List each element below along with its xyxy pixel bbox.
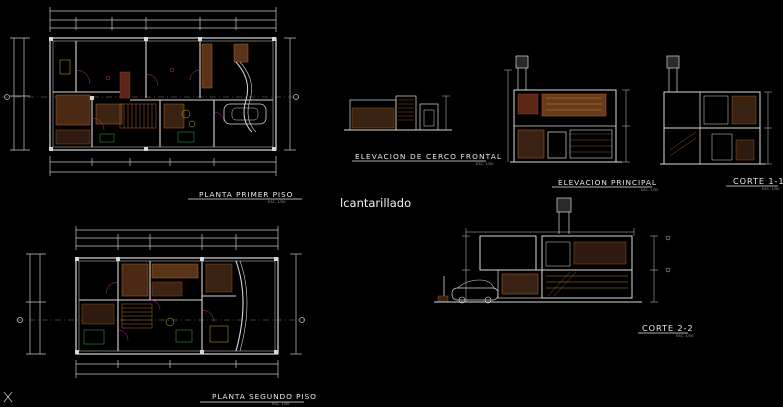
scale-tag: ESC. 1/50	[641, 188, 659, 192]
scale-tag: ESC. 1/50	[762, 187, 780, 191]
title-corte-2-2: CORTE 2-2	[642, 323, 694, 333]
title-elevacion-principal: ELEVACION PRINCIPAL	[558, 178, 657, 187]
plan-first-floor	[2, 7, 300, 176]
title-planta-segundo-piso: PLANTA SEGUNDO PISO	[212, 392, 317, 401]
axis-indicator-icon	[3, 391, 13, 403]
elevation-main	[504, 55, 630, 163]
scale-tag: ESC. 1/50	[268, 200, 286, 204]
section-1-1	[660, 55, 772, 165]
annotation-note: lcantarillado	[340, 196, 412, 210]
scale-tag: ESC. 1/50	[476, 162, 494, 166]
plan-second-floor	[16, 226, 305, 378]
scale-tag: ESC. 1/50	[676, 334, 694, 338]
title-corte-1-1: CORTE 1-1	[733, 176, 783, 186]
title-planta-primer-piso: PLANTA PRIMER PISO	[199, 190, 294, 199]
scale-tag: ESC. 1/50	[272, 402, 290, 406]
title-elevacion-cerco-frontal: ELEVACION DE CERCO FRONTAL	[355, 152, 503, 161]
elevation-front-fence	[344, 95, 452, 131]
section-2-2	[434, 197, 671, 304]
